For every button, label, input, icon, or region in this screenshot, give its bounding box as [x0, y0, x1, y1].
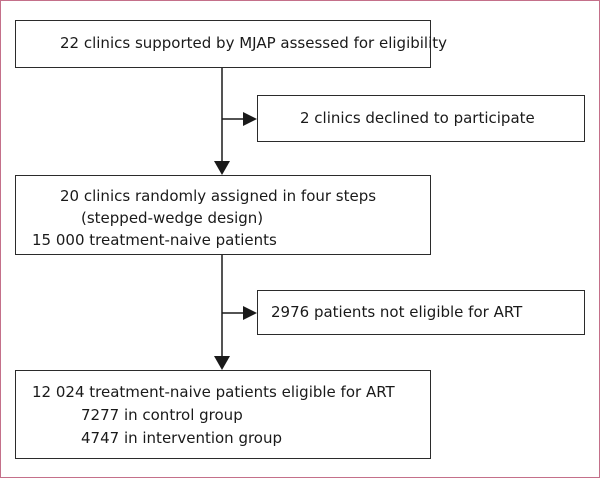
- assessed-text: 22 clinics supported by MJAP assessed fo…: [60, 34, 448, 52]
- randomised-box: [15, 175, 431, 255]
- eligible-line-2: 7277 in control group: [81, 406, 243, 424]
- arrowhead-to-randomised: [214, 161, 230, 175]
- randomised-line-3: 15 000 treatment-naive patients: [32, 231, 277, 249]
- declined-text: 2 clinics declined to participate: [300, 109, 535, 127]
- randomised-line-2: (stepped-wedge design): [81, 209, 264, 227]
- declined-box: [257, 95, 585, 142]
- not-eligible-box: [257, 290, 585, 335]
- eligible-line-3: 4747 in intervention group: [81, 429, 283, 447]
- eligible-line-1: 12 024 treatment-naive patients eligible…: [32, 383, 395, 401]
- arrowhead-to-eligible: [214, 356, 230, 370]
- assessed-box: [15, 20, 431, 68]
- randomised-line-1: 20 clinics randomly assigned in four ste…: [60, 187, 377, 205]
- eligible-box: [15, 370, 431, 459]
- not-eligible-text: 2976 patients not eligible for ART: [271, 303, 523, 321]
- arrowhead-to-not-eligible: [243, 306, 257, 320]
- arrowhead-to-declined: [243, 112, 257, 126]
